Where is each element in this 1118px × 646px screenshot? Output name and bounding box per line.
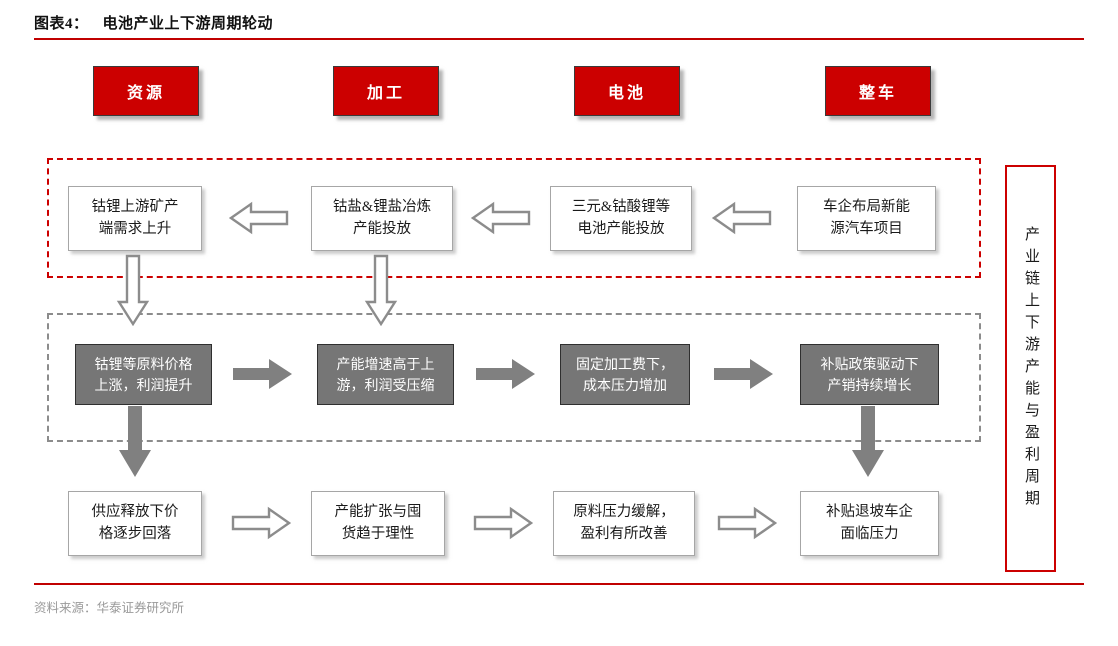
row1-box-2: 钴盐&锂盐冶炼 产能投放 [311, 186, 453, 251]
row2-box-1: 钴锂等原料价格 上涨，利润提升 [75, 344, 212, 405]
box-line-1: 三元&钴酸锂等 [571, 199, 671, 216]
cycle-summary-panel: 产业链上下游产能与盈利周期 [1005, 165, 1056, 572]
box-line-1: 固定加工费下， [576, 356, 674, 373]
source-note: 资料来源：华泰证券研究所 [34, 601, 185, 615]
connector-down-solid-col4 [851, 406, 885, 478]
stage-header-label: 电池 [607, 85, 646, 102]
box-line-2: 产能投放 [353, 220, 411, 237]
row2-arrow-right-2 [476, 358, 536, 390]
box-line-2: 源汽车项目 [830, 220, 903, 237]
figure-title-text: 电池产业上下游周期轮动 [102, 16, 274, 32]
box-line-2: 成本压力增加 [583, 376, 667, 393]
box-line-1: 供应释放下价 [91, 504, 179, 521]
box-line-2: 产销持续增长 [827, 376, 912, 393]
box-line-2: 格逐步回落 [98, 525, 172, 542]
row1-arrow-left-2 [471, 201, 531, 235]
row2-box-3: 固定加工费下， 成本压力增加 [560, 344, 690, 405]
cycle-summary-text: 产业链上下游产能与盈利周期 [1023, 225, 1039, 512]
box-line-2: 盈利有所改善 [580, 525, 668, 542]
box-line-1: 产能扩张与囤 [334, 504, 422, 521]
box-line-1: 补贴政策驱动下 [820, 356, 919, 373]
row3-box-4: 补贴退坡车企 面临压力 [800, 491, 939, 556]
row1-box-1: 钴锂上游矿产 端需求上升 [68, 186, 202, 251]
row3-box-1: 供应释放下价 格逐步回落 [68, 491, 202, 556]
row2-arrow-right-1 [233, 358, 293, 390]
box-line-2: 游，利润受压缩 [336, 376, 435, 393]
stage-header-battery: 电池 [574, 66, 680, 116]
connector-down-hollow-col1 [116, 254, 150, 326]
stage-header-processing: 加工 [333, 66, 439, 116]
source-divider [34, 583, 1084, 585]
connector-down-solid-col1 [118, 406, 152, 478]
stage-header-label: 加工 [366, 85, 405, 102]
row1-arrow-left-3 [712, 201, 772, 235]
row2-arrow-right-3 [714, 358, 774, 390]
box-line-1: 车企布局新能 [823, 199, 910, 216]
row3-arrow-right-2 [473, 506, 533, 540]
row3-box-2: 产能扩张与囤 货趋于理性 [311, 491, 445, 556]
row1-dashed-container [47, 158, 981, 278]
row2-box-2: 产能增速高于上 游，利润受压缩 [317, 344, 454, 405]
row1-box-4: 车企布局新能 源汽车项目 [797, 186, 936, 251]
box-line-1: 补贴退坡车企 [826, 504, 913, 521]
box-line-1: 原料压力缓解， [573, 504, 675, 521]
box-line-1: 产能增速高于上 [336, 356, 435, 373]
stage-header-label: 整车 [858, 85, 897, 102]
stage-header-vehicle: 整车 [825, 66, 931, 116]
box-line-2: 面临压力 [840, 525, 899, 542]
connector-down-hollow-col2 [364, 254, 398, 326]
box-line-2: 货趋于理性 [341, 525, 415, 542]
stage-header-resource: 资源 [93, 66, 199, 116]
box-line-2: 电池产能投放 [577, 220, 665, 237]
box-line-2: 上涨，利润提升 [94, 376, 193, 393]
figure-title: 图表4： 电池产业上下游周期轮动 [34, 12, 273, 33]
row3-arrow-right-3 [717, 506, 777, 540]
row3-box-3: 原料压力缓解， 盈利有所改善 [553, 491, 695, 556]
row1-box-3: 三元&钴酸锂等 电池产能投放 [550, 186, 692, 251]
title-divider [34, 38, 1084, 40]
figure-number: 图表4： [34, 16, 89, 32]
row1-arrow-left-1 [229, 201, 289, 235]
box-line-1: 钴锂等原料价格 [94, 356, 193, 373]
box-line-2: 端需求上升 [98, 220, 172, 237]
row2-dashed-container [47, 313, 981, 442]
row3-arrow-right-1 [231, 506, 291, 540]
row2-box-4: 补贴政策驱动下 产销持续增长 [800, 344, 939, 405]
box-line-1: 钴锂上游矿产 [91, 199, 179, 216]
stage-header-label: 资源 [126, 85, 165, 102]
box-line-1: 钴盐&锂盐冶炼 [332, 199, 432, 216]
